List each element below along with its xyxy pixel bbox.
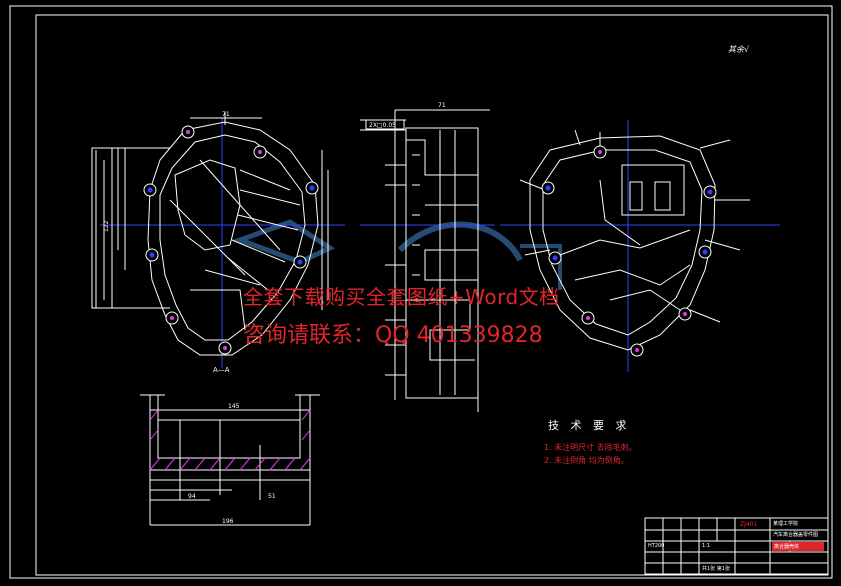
tolerance-label: 2X□0.05: [369, 122, 396, 129]
tech-requirements-title: 技 术 要 求: [548, 419, 631, 432]
title-block-red-cell: [772, 542, 824, 551]
dim-bottom-4: 51: [268, 493, 276, 500]
title-block-school: 某理工学院: [773, 521, 799, 527]
tolerance-frame: [365, 119, 405, 130]
tech-requirement-2: 2. 未注倒角 均为倒角。: [544, 456, 629, 465]
dim-bottom-1: 145: [228, 403, 240, 410]
left-view-holes: [147, 185, 315, 265]
title-block-material: HT200: [648, 543, 665, 549]
section-view: [360, 109, 490, 412]
title-block-drawing-no: ZJ401: [740, 521, 758, 528]
bottom-section: [140, 394, 320, 526]
dim-front-top: 71: [438, 102, 446, 109]
right-view: [519, 129, 750, 351]
title-block-sheet: 共1张 第1张: [702, 566, 730, 572]
tech-requirement-1: 1. 未注明尺寸 去除毛刺。: [544, 443, 637, 452]
title-block-scale: 1:1: [702, 543, 711, 549]
left-view: [91, 112, 329, 356]
dim-bottom-3: 196: [222, 518, 234, 525]
dim-top-left-1: 71: [222, 111, 230, 118]
title-block: [644, 517, 829, 575]
right-view-holes: [545, 185, 713, 261]
dim-bottom-2: 94: [188, 493, 196, 500]
bottom-hatching: [149, 409, 311, 471]
watermark-line-1: 全套下载购买全套图纸+Word文档: [243, 285, 560, 309]
watermark-logo-icon: [232, 219, 562, 290]
outer-border: [9, 5, 833, 579]
title-block-part-name: 汽车离合器盖零件图: [773, 532, 819, 538]
title-block-red-label: 离合器壳体: [774, 544, 800, 550]
roughness-note: 其余√: [728, 45, 750, 54]
inner-border: [35, 14, 829, 576]
section-label: A—A: [213, 366, 230, 374]
right-view-bosses: [541, 145, 717, 357]
dim-top-left-2: 122: [103, 220, 110, 232]
watermark-line-2: 咨询请联系：QQ 401339828: [243, 323, 543, 348]
right-view-markers: [586, 150, 687, 352]
left-view-markers: [170, 130, 262, 350]
